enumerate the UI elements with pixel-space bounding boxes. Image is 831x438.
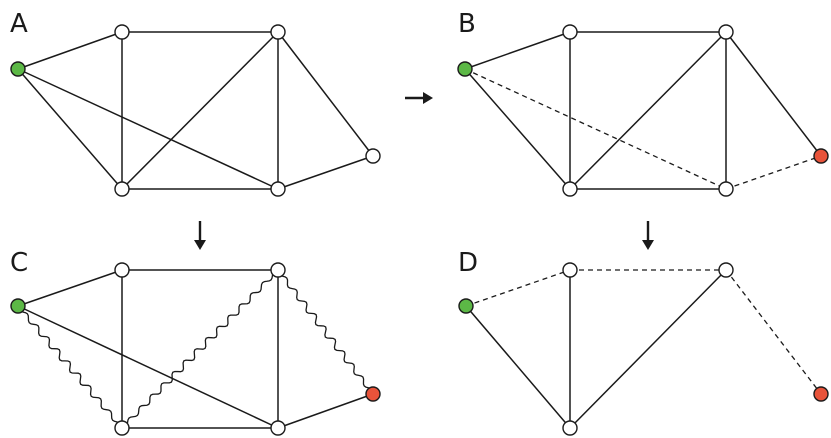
arrow-head [423,92,433,104]
panel-c-node-b1-white [114,420,130,436]
edges-layer [17,31,822,429]
panel-a-edge-s-b1-solid [17,68,123,190]
panel-b-node-b2-white [718,181,734,197]
panel-b-node-r-red [813,148,829,164]
panel-b-edge-t2-r-solid [725,31,822,157]
panel-a-node-r-white [365,148,381,164]
panel-c-edge-t2-r-wavy [277,269,374,395]
panel-c-node-b2-white [270,420,286,436]
panel-d-node-b1-white [562,420,578,436]
arrow-a-to-b [405,92,433,104]
panel-a-node-t1-white [114,24,130,40]
panel-d-node-s-green [458,298,474,314]
panel-d-edge-t2-r-dashed [725,269,822,395]
panel-a-node-b1-white [114,181,130,197]
panel-label-d: D [458,248,478,278]
panel-a-edge-t2-r-solid [277,31,374,157]
labels-layer: A B C D [10,9,478,278]
panel-a-node-t2-white [270,24,286,40]
panel-d-node-t1-white [562,262,578,278]
panel-d-node-t2-white [718,262,734,278]
panel-a-edge-t2-b1-solid [121,31,279,190]
arrow-head [642,240,654,250]
arrow-head [194,240,206,250]
panel-d-edge-s-t1-dashed [465,269,571,307]
panel-b-node-b1-white [562,181,578,197]
panel-d-edge-s-b1-solid [465,305,571,429]
panel-a-edge-b2-r-solid [277,155,374,190]
panel-b-edge-b2-r-dashed [725,155,822,190]
panel-b-node-t1-white [562,24,578,40]
panel-b-edge-t2-b1-solid [569,31,727,190]
panel-a-edge-s-b2-solid [17,68,279,190]
panel-label-b: B [458,9,476,39]
panel-c-edge-s-t1-solid [17,269,123,307]
panel-c-node-s-green [10,298,26,314]
panel-d-node-r-red [813,386,829,402]
panel-b-edge-s-b2-dashed [464,68,727,190]
panel-a-node-b2-white [270,181,286,197]
panel-c-edge-s-b1-wavy [17,305,123,429]
panel-c-edge-t2-b1-wavy [121,269,279,429]
nodes-layer [10,24,829,436]
panel-c-edge-b2-r-solid [277,393,374,429]
arrow-b-to-d [642,221,654,250]
panel-c-node-t1-white [114,262,130,278]
panel-b-edge-s-b1-solid [464,68,571,190]
panel-label-c: C [10,248,28,278]
panel-c-edge-s-b2-solid [17,305,279,429]
panel-label-a: A [10,9,28,39]
panel-a-node-s-green [10,61,26,77]
panel-b-node-t2-white [718,24,734,40]
panel-b-edge-s-t1-solid [464,31,571,70]
panel-c-node-t2-white [270,262,286,278]
panel-a-edge-s-t1-solid [17,31,123,70]
panel-b-node-s-green [457,61,473,77]
arrows-layer [194,92,654,250]
arrow-a-to-c [194,221,206,250]
panel-d-edge-t2-b1-solid [569,269,727,429]
panel-c-node-r-red [365,386,381,402]
